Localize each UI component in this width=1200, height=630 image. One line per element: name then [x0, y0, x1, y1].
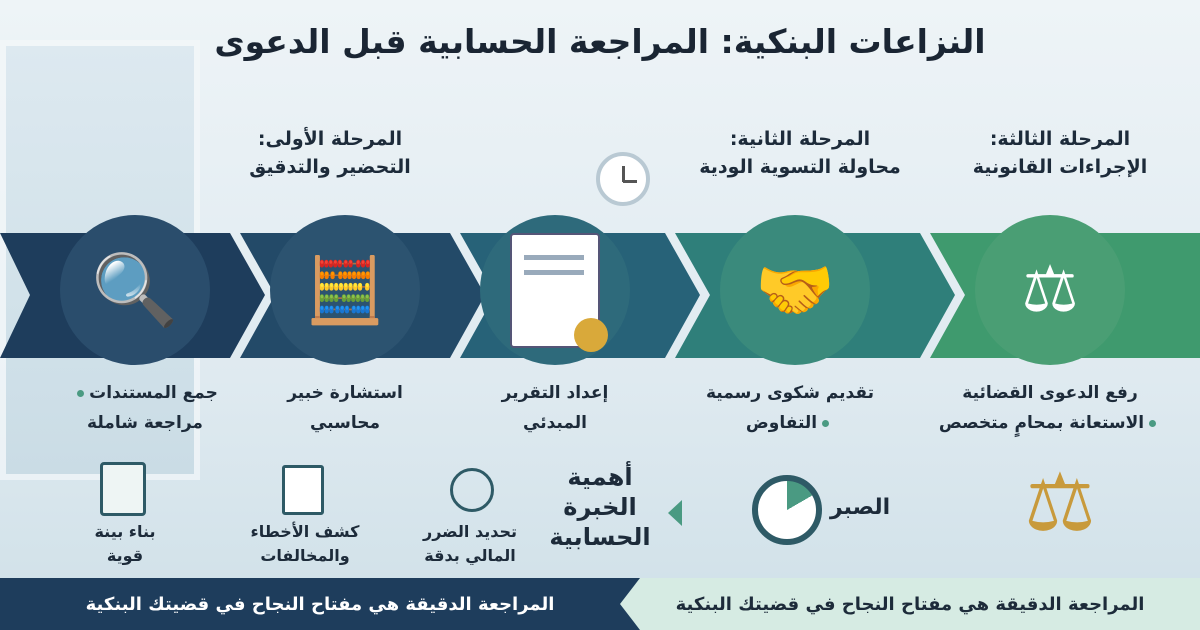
page-title: النزاعات البنكية: المراجعة الحسابية قبل …	[214, 22, 986, 61]
patience-label: الصبر	[830, 495, 891, 520]
bullet-dot	[1149, 419, 1157, 427]
bullet-dot	[77, 389, 85, 397]
document-search-icon	[282, 465, 324, 515]
report-certificate-icon	[510, 232, 608, 352]
footer-banner-right: المراجعة الدقيقة هي مفتاح النجاح في قضيت…	[620, 578, 1200, 630]
chart-alert-icon	[450, 468, 494, 512]
courtroom-icon: ⚖	[1021, 253, 1079, 327]
documents-magnifier-icon: 🔍	[91, 248, 179, 331]
step-3-illustration	[480, 215, 630, 365]
handshake-icon: 🤝	[755, 253, 835, 328]
footer-banner-left: المراجعة الدقيقة هي مفتاح النجاح في قضيت…	[0, 578, 640, 630]
arrow-left-icon	[668, 500, 682, 526]
step-2-illustration: 🧮	[270, 215, 420, 365]
phase-1-heading: المرحلة الأولى:التحضير والتدقيق	[249, 128, 411, 178]
phase-3-heading: المرحلة الثالثة:الإجراءات القانونية	[972, 128, 1148, 178]
scales-of-justice-icon: ⚖	[1024, 456, 1096, 549]
step-5-illustration: ⚖	[975, 215, 1125, 365]
bullet-dot	[822, 419, 830, 427]
stopwatch-icon	[752, 475, 822, 545]
accountant-icon: 🧮	[305, 253, 385, 328]
step-4-illustration: 🤝	[720, 215, 870, 365]
step-1-illustration: 🔍	[60, 215, 210, 365]
clipboard-icon	[100, 462, 146, 516]
phase-2-heading: المرحلة الثانية:محاولة التسوية الودية	[699, 128, 901, 178]
clock-icon	[596, 152, 650, 206]
